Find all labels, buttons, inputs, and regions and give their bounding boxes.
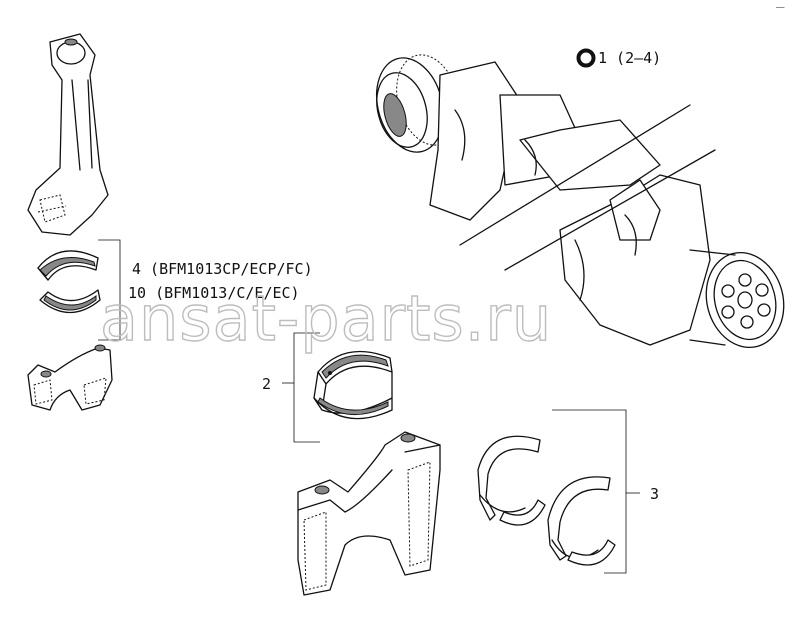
- label-main-bearing: 2: [262, 375, 271, 393]
- label-conrod-bearing-1: 4 (BFM1013CP/ECP/FC): [132, 260, 313, 278]
- ring-symbol-icon: [576, 48, 596, 68]
- conrod-bearing-shells[interactable]: [37, 250, 101, 313]
- label-crankshaft: 1 (2–4): [598, 49, 661, 67]
- bracket-thrust-washers: [552, 409, 627, 574]
- bracket-conrod-bearings: [98, 239, 121, 341]
- thrust-washers[interactable]: [477, 435, 616, 566]
- rod-cap[interactable]: [27, 344, 113, 411]
- main-bearing-cap[interactable]: [297, 431, 441, 596]
- main-bearing-shell[interactable]: [313, 350, 393, 420]
- label-conrod-bearing-2: 10 (BFM1013/C/E/EC): [128, 284, 300, 302]
- corner-mark: ——: [776, 3, 785, 11]
- flange-bolt-holes: [721, 273, 771, 329]
- watermark: ansat-parts.ru: [100, 282, 552, 355]
- label-thrust-washers: 3: [650, 485, 659, 503]
- crankshaft[interactable]: [367, 48, 794, 356]
- connecting-rod[interactable]: [27, 33, 109, 236]
- bracket-main-bearing: [293, 332, 320, 443]
